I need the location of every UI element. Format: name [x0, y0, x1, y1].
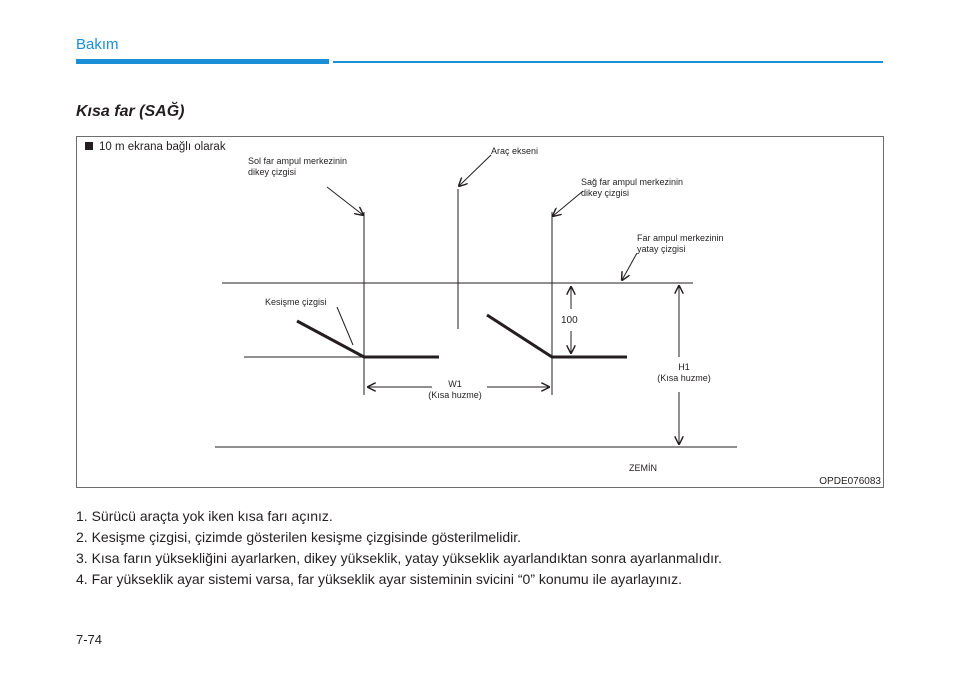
figure-caption: 10 m ekrana bağlı olarak	[85, 141, 226, 153]
label-offset: 100	[561, 315, 578, 326]
label-horizontal-line: Far ampul merkezinin yatay çizgisi	[637, 233, 724, 254]
label-right-vertical: Sağ far ampul merkezinin dikey çizgisi	[581, 177, 684, 198]
label-ground: ZEMİN	[629, 463, 657, 473]
cutoff-line-leader	[336, 306, 354, 346]
right-vertical-leader	[553, 190, 584, 216]
label-w1: W1 (Kısa huzme)	[428, 379, 482, 400]
horizontal-line-leader	[622, 252, 638, 280]
figure-code: OPDE076083	[819, 476, 881, 487]
page-number: 7-74	[76, 632, 103, 647]
label-vehicle-axis: Araç ekseni	[491, 146, 539, 156]
right-beam-pattern	[486, 313, 627, 359]
instruction-step: 2. Kesişme çizgisi, çizimde gösterilen k…	[76, 529, 522, 545]
headlight-diagram: 10 m ekrana bağlı olarak Sol far ampul m…	[76, 136, 884, 488]
label-h1: H1 (Kısa huzme)	[657, 362, 711, 383]
label-cutoff-line: Kesişme çizgisi	[265, 297, 327, 307]
diagram-drawing	[215, 154, 737, 448]
square-bullet-icon	[85, 142, 93, 150]
vehicle-axis-leader	[459, 154, 492, 186]
left-vertical-leader	[326, 186, 363, 215]
instruction-step: 3. Kısa farın yüksekliğini ayarlarken, d…	[76, 550, 722, 566]
header-rule-thin	[333, 61, 883, 63]
instruction-step: 1. Sürücü araçta yok iken kısa farı açın…	[76, 508, 333, 524]
section-label: Bakım	[76, 36, 119, 53]
instruction-step: 4. Far yükseklik ayar sistemi varsa, far…	[76, 571, 683, 587]
instruction-list: 1. Sürücü araçta yok iken kısa farı açın…	[76, 506, 722, 590]
label-left-vertical: Sol far ampul merkezinin dikey çizgisi	[248, 156, 348, 177]
left-beam-pattern	[296, 319, 439, 359]
page-title: Kısa far (SAĞ)	[76, 103, 185, 120]
header-rule-thick	[76, 59, 329, 64]
